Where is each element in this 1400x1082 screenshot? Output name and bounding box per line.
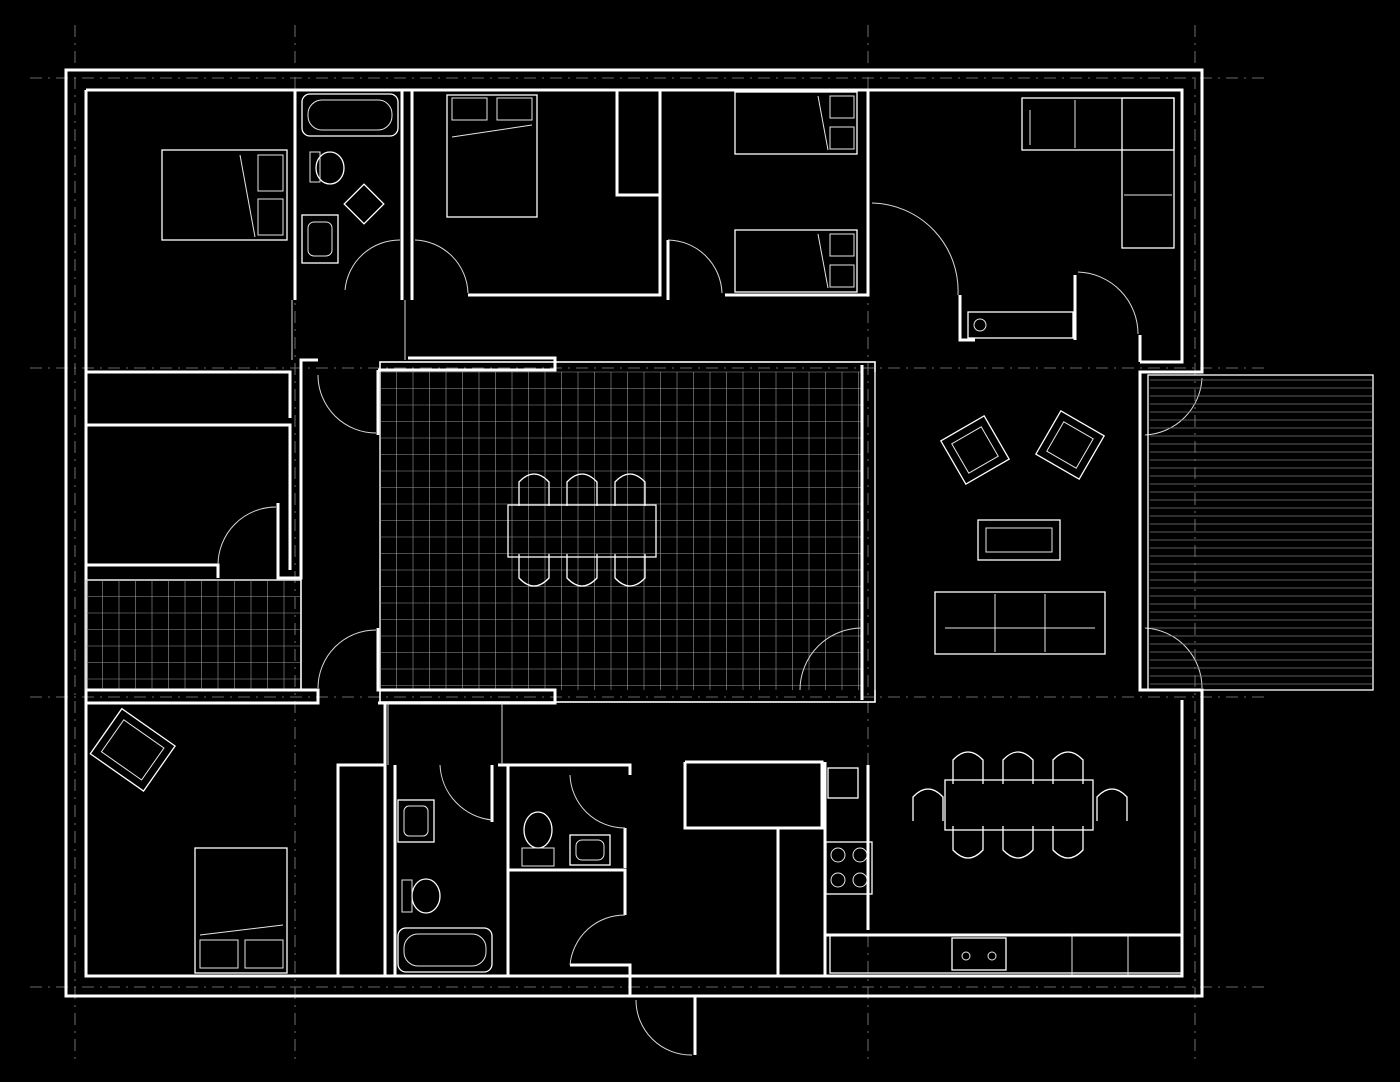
- bedroom-4: [89, 707, 288, 974]
- axis-lines: [30, 25, 1265, 1060]
- bathroom-1: [301, 93, 399, 264]
- living-room: [934, 97, 1175, 655]
- courtyard-dining-table: [507, 473, 657, 587]
- interior-walls: [86, 90, 1182, 1055]
- doors: [217, 202, 1203, 1056]
- bathroom-2: [397, 799, 493, 973]
- bedroom-1: [161, 149, 288, 241]
- exterior-walls: [64, 68, 1204, 998]
- bedroom-3: [734, 91, 858, 293]
- bedroom-2: [446, 94, 538, 218]
- kitchen: [825, 767, 1183, 975]
- central-courtyard: [85, 361, 876, 703]
- powder-room: [521, 811, 611, 867]
- dining-area: [912, 751, 1128, 859]
- deck: [1147, 374, 1374, 691]
